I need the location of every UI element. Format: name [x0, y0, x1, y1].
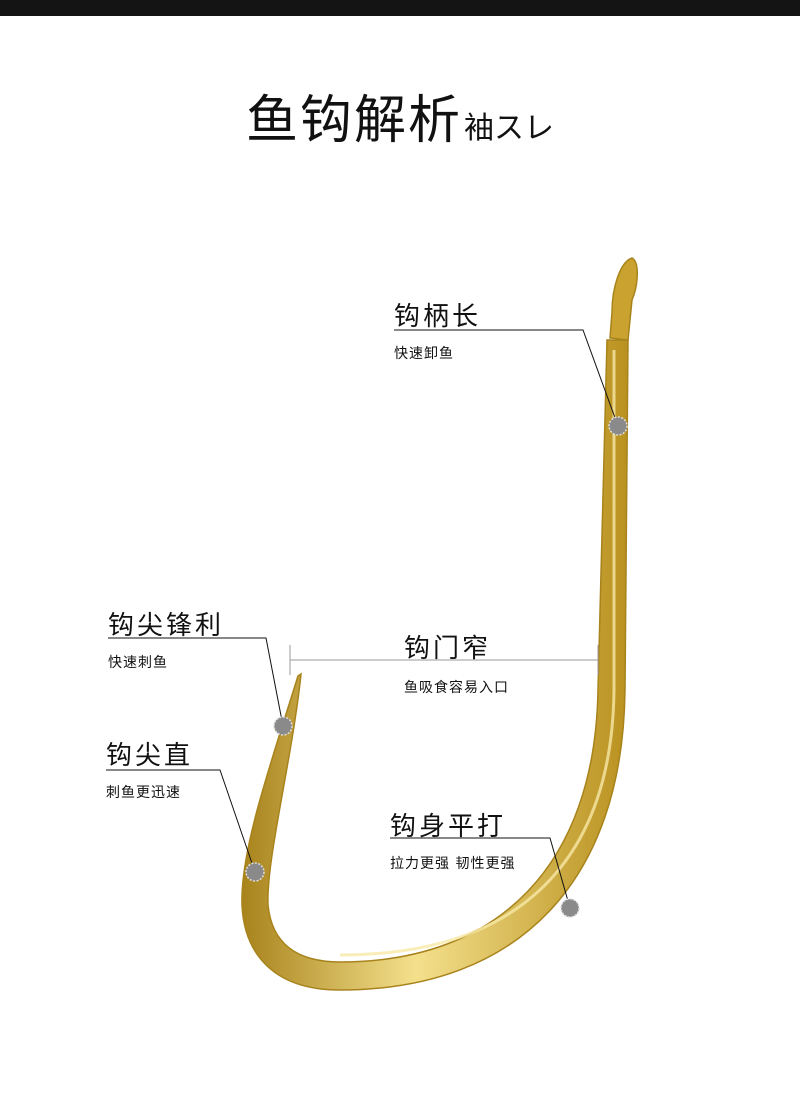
fishhook-shape [241, 257, 638, 991]
callout-gap-desc: 鱼吸食容易入口 [404, 680, 509, 696]
title-subtitle: 袖スレ [464, 111, 554, 146]
callout-point-straight-desc: 刺鱼更迅速 [106, 785, 181, 801]
marker-bend [560, 898, 580, 918]
gap-dimension [289, 645, 599, 675]
callout-shank-desc: 快速卸鱼 [394, 346, 454, 362]
page-title: 鱼钩解析袖スレ [0, 78, 800, 153]
callout-point-sharp-desc: 快速刺鱼 [108, 655, 168, 671]
marker-shank [608, 416, 628, 436]
marker-point-straight [245, 862, 265, 882]
callout-point-straight-label: 钩尖直 [106, 741, 194, 771]
callout-shank-label: 钩柄长 [394, 302, 482, 332]
leader-bend [390, 837, 571, 909]
callout-bend-label: 钩身平打 [390, 812, 507, 842]
callout-point-sharp: 钩尖锋利 快速刺鱼 [108, 605, 224, 672]
leader-shank [394, 329, 619, 427]
top-bar [0, 0, 800, 16]
callout-gap-label: 钩门窄 [404, 634, 492, 664]
callout-point-sharp-label: 钩尖锋利 [108, 611, 225, 641]
callout-shank: 钩柄长 快速卸鱼 [394, 296, 481, 363]
marker-point-sharp [273, 716, 293, 736]
hook-highlight [339, 350, 616, 957]
callout-bend-desc: 拉力更强 韧性更强 [390, 856, 516, 872]
callout-gap: 钩门窄 鱼吸食容易入口 [404, 628, 509, 697]
hook-eye [609, 257, 638, 341]
leader-point-straight [106, 769, 256, 873]
leader-lines [106, 329, 619, 909]
title-main: 鱼钩解析 [245, 91, 462, 151]
leader-point-sharp [108, 637, 284, 727]
hook-body [241, 339, 629, 991]
callout-bend: 钩身平打 拉力更强 韧性更强 [390, 806, 515, 873]
markers [245, 416, 628, 918]
callout-point-straight: 钩尖直 刺鱼更迅速 [106, 735, 193, 802]
